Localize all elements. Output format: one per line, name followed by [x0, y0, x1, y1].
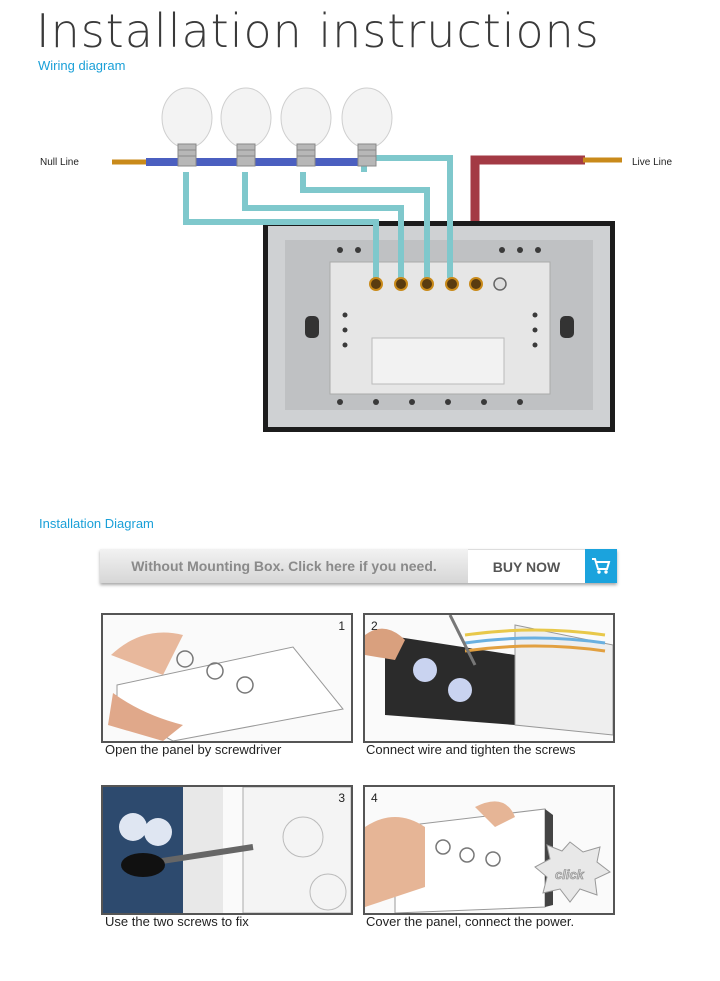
panel-illustration: [108, 632, 344, 741]
light-bulbs: [161, 87, 393, 167]
step-2-image: 2: [363, 613, 615, 743]
bulb-icon: [220, 87, 272, 167]
mounting-illustration: [103, 787, 351, 913]
switch-backplate: [263, 221, 615, 432]
step-number: 2: [371, 619, 378, 633]
click-badge-text: click: [555, 867, 585, 882]
null-line-label: Null Line: [40, 157, 79, 168]
step-1-image: 1: [101, 613, 353, 743]
bulb-icon: [161, 87, 213, 167]
wiring-diagram: Null Line Live Line: [40, 87, 672, 432]
step-1-caption: Open the panel by screwdriver: [105, 742, 282, 757]
bulb-icon: [280, 87, 332, 167]
terminals: [369, 277, 507, 291]
live-line-label: Live Line: [632, 157, 672, 168]
step-2-caption: Connect wire and tighten the screws: [366, 742, 576, 757]
cover-illustration: click: [365, 801, 611, 913]
installation-diagram-heading: Installation Diagram: [39, 516, 154, 531]
wiring-diagram-heading: Wiring diagram: [38, 58, 126, 73]
step-3-image: 3: [101, 785, 353, 915]
step-number: 3: [338, 791, 345, 805]
cart-icon[interactable]: [585, 549, 617, 583]
step-4-caption: Cover the panel, connect the power.: [366, 914, 575, 929]
buy-now-button[interactable]: BUY NOW: [468, 549, 585, 583]
mounting-box-banner[interactable]: Without Mounting Box. Click here if you …: [100, 549, 617, 583]
step-3-caption: Use the two screws to fix: [105, 914, 249, 929]
step-number: 1: [338, 619, 345, 633]
wiring-illustration: [365, 615, 613, 736]
page-title: Installation instructions: [36, 4, 600, 58]
banner-text[interactable]: Without Mounting Box. Click here if you …: [100, 549, 468, 583]
step-4-image: click 4: [363, 785, 615, 915]
load-wires: [183, 155, 453, 278]
step-number: 4: [371, 791, 378, 805]
bulb-icon: [341, 87, 393, 167]
